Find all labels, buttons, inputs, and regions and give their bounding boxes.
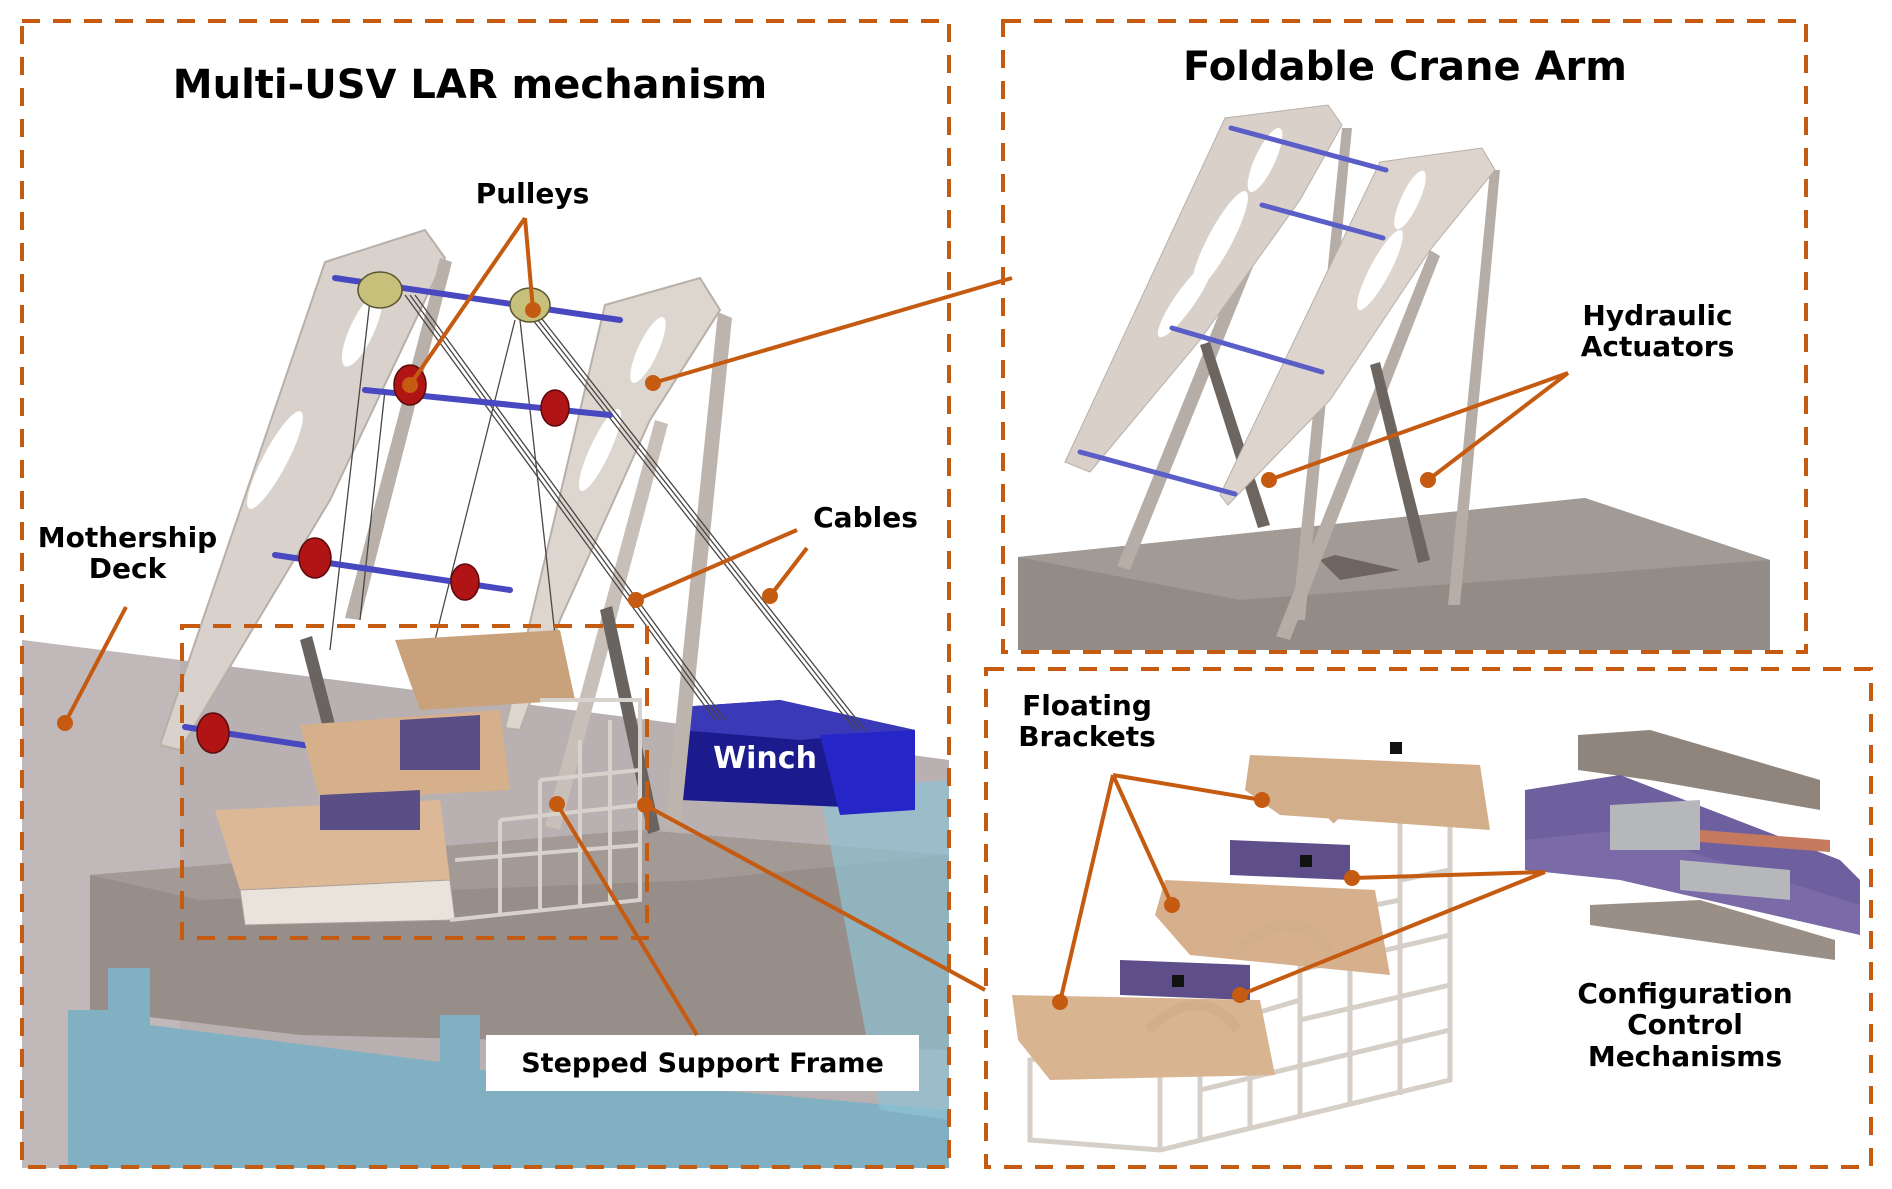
label-configuration-control-mechanisms: Configuration Control Mechanisms — [1570, 978, 1800, 1072]
crane-leg — [345, 258, 452, 620]
crane-base-slot — [1320, 555, 1400, 580]
crane-frame-plate-left — [158, 228, 447, 752]
cables — [329, 294, 866, 731]
label-config-line2: Control — [1627, 1008, 1743, 1042]
label-mothership-deck-line1: Mothership — [37, 521, 218, 554]
label-winch: Winch — [713, 741, 817, 776]
left-panel-border — [20, 19, 951, 1169]
configuration-control-mechanism — [1525, 730, 1860, 960]
label-floating-line2: Brackets — [1018, 720, 1156, 754]
label-cables: Cables — [813, 501, 918, 534]
top-right-panel-border — [1001, 19, 1808, 654]
label-stepped-support-frame: Stepped Support Frame — [486, 1035, 919, 1091]
label-mothership-deck: Mothership Deck — [30, 522, 225, 585]
label-floating-brackets: Floating Brackets — [1012, 690, 1162, 753]
left-panel-title: Multi-USV LAR mechanism — [172, 62, 768, 108]
winch — [680, 700, 915, 815]
water-hull — [68, 968, 949, 1168]
floating-bracket-stack-left — [215, 630, 642, 926]
label-hydraulic-actuators: Hydraulic Actuators — [1570, 300, 1745, 363]
crane-frame-plate-right — [503, 276, 722, 732]
label-hydraulic-line2: Actuators — [1580, 330, 1735, 364]
floating-brackets — [1012, 742, 1490, 1080]
label-mothership-deck-line2: Deck — [88, 552, 167, 586]
crane-plate-front — [1219, 147, 1496, 506]
label-config-line1: Configuration — [1577, 977, 1793, 1010]
bracket-stack-highlight-border — [180, 624, 649, 940]
label-floating-line1: Floating — [1022, 689, 1152, 722]
top-right-panel-title: Foldable Crane Arm — [1183, 44, 1627, 90]
label-config-line3: Mechanisms — [1587, 1039, 1783, 1073]
label-pulleys: Pulleys — [475, 177, 590, 210]
crane-leg-dark — [600, 606, 660, 834]
leader-lines — [57, 216, 1570, 1037]
bottom-right-panel-border — [984, 667, 1873, 1169]
label-hydraulic-line1: Hydraulic — [1582, 299, 1733, 332]
crane-base-top — [1018, 498, 1770, 600]
